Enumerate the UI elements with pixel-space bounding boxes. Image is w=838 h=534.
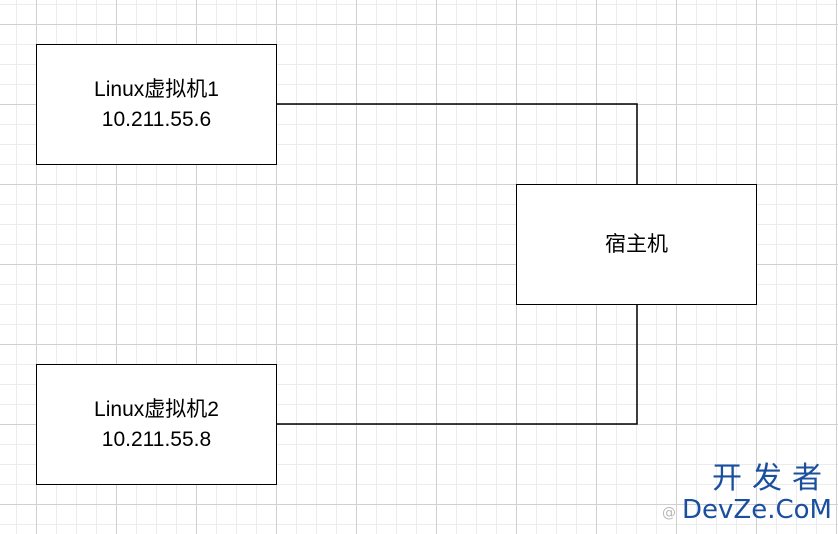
- node-host-machine[interactable]: 宿主机: [516, 184, 757, 305]
- node-linux-vm-2[interactable]: Linux虚拟机2 10.211.55.8: [36, 364, 277, 485]
- node-host-title: 宿主机: [605, 232, 668, 256]
- watermark-logo: 开发者 DevZe.CoM: [662, 462, 832, 528]
- node-vm2-title: Linux虚拟机2: [94, 397, 219, 421]
- watermark-line-2: DevZe.CoM: [682, 495, 832, 525]
- edge-vm1-to-host: [277, 103, 638, 184]
- node-vm1-title: Linux虚拟机1: [94, 77, 219, 101]
- edge-vm2-to-host: [277, 305, 638, 425]
- watermark-line-1: 开发者: [712, 461, 832, 496]
- node-vm2-ip: 10.211.55.8: [101, 427, 212, 451]
- watermark-faint-text: @: [662, 505, 676, 521]
- node-vm1-ip: 10.211.55.6: [101, 107, 212, 131]
- node-linux-vm-1[interactable]: Linux虚拟机1 10.211.55.6: [36, 44, 277, 165]
